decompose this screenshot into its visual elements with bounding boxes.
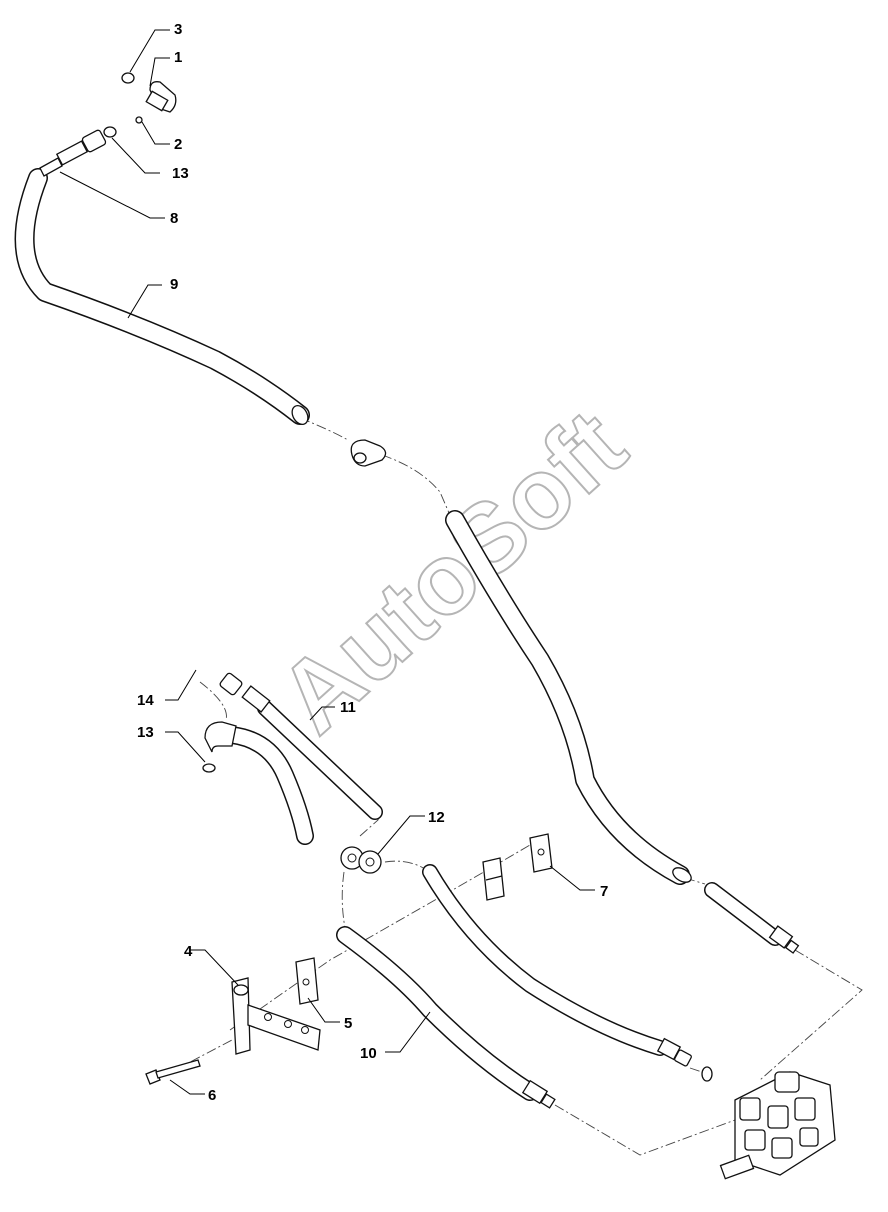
clip-7 (482, 833, 553, 901)
clamp-12 (340, 846, 382, 874)
callout-13-lower: 13 (137, 724, 154, 741)
control-valve (719, 1071, 836, 1180)
callout-2: 2 (174, 136, 182, 153)
leader-lines (59, 29, 595, 1095)
clamp-upper (350, 439, 387, 467)
callout-1: 1 (174, 49, 182, 66)
callout-10: 10 (360, 1045, 377, 1062)
callout-6: 6 (208, 1087, 216, 1104)
hose-segment-right (704, 882, 800, 954)
callout-9: 9 (170, 276, 178, 293)
callout-5: 5 (344, 1015, 352, 1032)
callout-8: 8 (170, 210, 178, 227)
hose-elbow-13 (202, 721, 314, 845)
callout-7: 7 (600, 883, 608, 900)
callout-14: 14 (137, 692, 154, 709)
callout-4: 4 (184, 943, 193, 960)
callout-labels: 3 1 2 13 8 9 14 11 13 12 7 4 5 10 6 (137, 21, 608, 1104)
hose-middle (422, 864, 713, 1082)
assembly-lines (174, 417, 863, 1156)
bracket-assembly (145, 957, 321, 1085)
hose-11 (219, 672, 383, 820)
hose-9-continuation (445, 510, 692, 885)
hose-10 (336, 926, 556, 1109)
callout-13: 13 (172, 165, 189, 182)
callout-12: 12 (428, 809, 445, 826)
callout-11: 11 (340, 699, 356, 716)
callout-3: 3 (174, 21, 182, 38)
watermark: AutoSoft (258, 389, 647, 755)
top-fittings (39, 72, 177, 177)
hose-9 (14, 168, 310, 425)
